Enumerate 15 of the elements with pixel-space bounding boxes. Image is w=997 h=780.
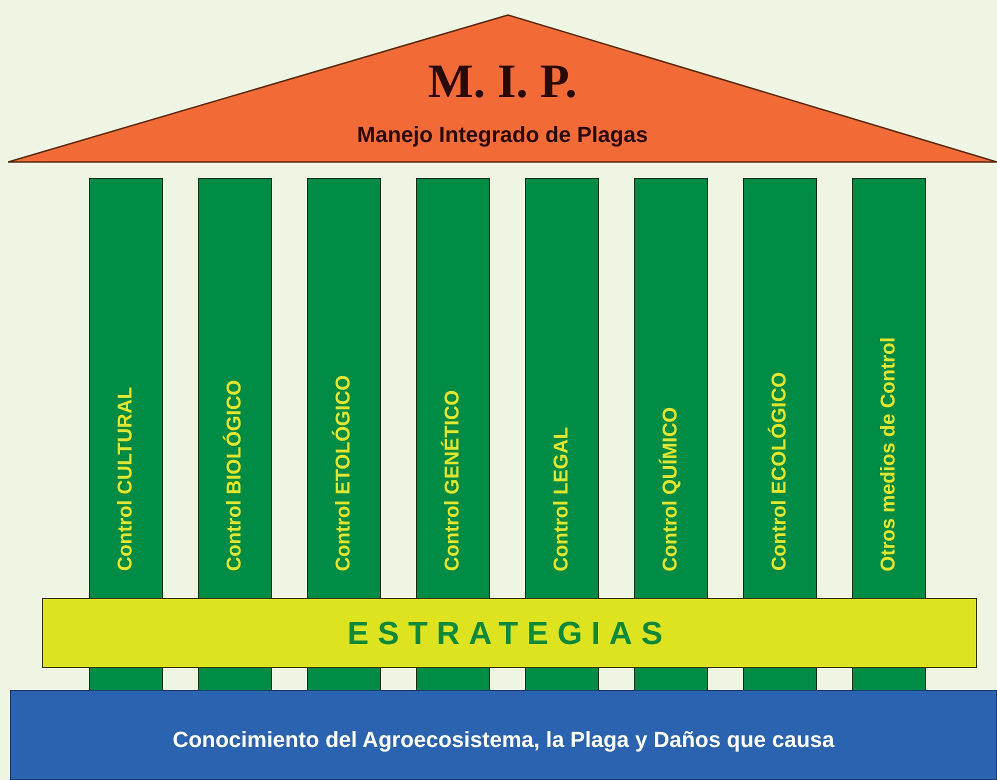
pillar-label: Control LEGAL <box>550 426 574 571</box>
pillar-label: Control ETOLÓGICO <box>332 374 356 571</box>
pillar-label: Control CULTURAL <box>114 386 138 571</box>
roof-triangle <box>8 14 997 164</box>
foundation-band <box>10 690 997 780</box>
pillar-label: Control GENÉTICO <box>442 390 464 571</box>
title-text: M. I. P. <box>427 54 578 109</box>
subtitle-text: Manejo Integrado de Plagas <box>356 122 649 148</box>
pillar-label: Otros medios de Control <box>878 336 900 571</box>
pillar-label: Control BIOLÓGICO <box>224 380 246 571</box>
pillar-label: Control QUÍMICO <box>660 406 682 571</box>
strategy-band <box>42 598 977 668</box>
foundation-label: Conocimiento del Agroecosistema, la Plaga y Daños que causa <box>172 726 834 753</box>
pillar-label: Control ECOLÓGICO <box>768 372 792 571</box>
band-label: ESTRATEGIAS <box>347 614 672 652</box>
